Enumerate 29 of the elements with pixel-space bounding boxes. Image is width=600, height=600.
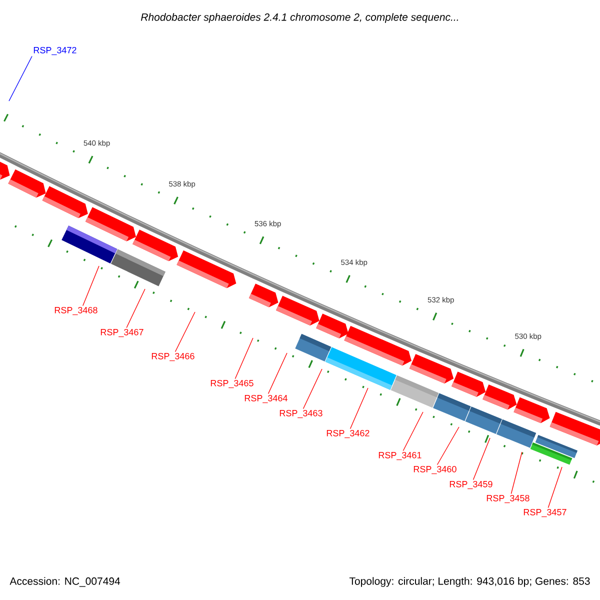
gene-label: RSP_3459 [450,480,492,490]
title: Rhodobacter sphaeroides 2.4.1 chromosome 2, complete sequenc... [140,13,458,23]
footer-text: Topology: circular; Length: 943,016 bp; Genes: 853 [349,577,590,587]
leader-line [268,352,288,394]
gene-label: RSP_3468 [54,306,98,316]
gene-label: RSP_3467 [100,328,144,338]
gene-label: RSP_3460 [414,466,456,474]
leader-line [436,426,460,466]
leader-line [510,452,522,494]
leader-line [174,312,196,352]
gene-label: RSP_3463 [280,410,322,418]
leader-line [8,56,32,102]
leader-line [402,412,424,452]
gene-label: RSP_3464 [244,394,288,404]
footer-text: Accession: NC_007494 [10,577,120,587]
leader-line [302,368,322,410]
gene-label: RSP_3461 [378,452,422,460]
leader-line [548,466,562,508]
leader-line [234,338,254,380]
gene-label: RSP_3472 [34,46,76,56]
gene-label: RSP_3462 [326,430,370,438]
gene-label: RSP_3465 [210,380,254,388]
leader-line [126,288,146,328]
gene-label: RSP_3466 [152,352,194,362]
leader-line [472,438,490,480]
leader-line [350,388,368,430]
leader-line [82,266,100,306]
gene-label: RSP_3458 [486,494,530,504]
gene-label: RSP_3457 [524,508,566,518]
